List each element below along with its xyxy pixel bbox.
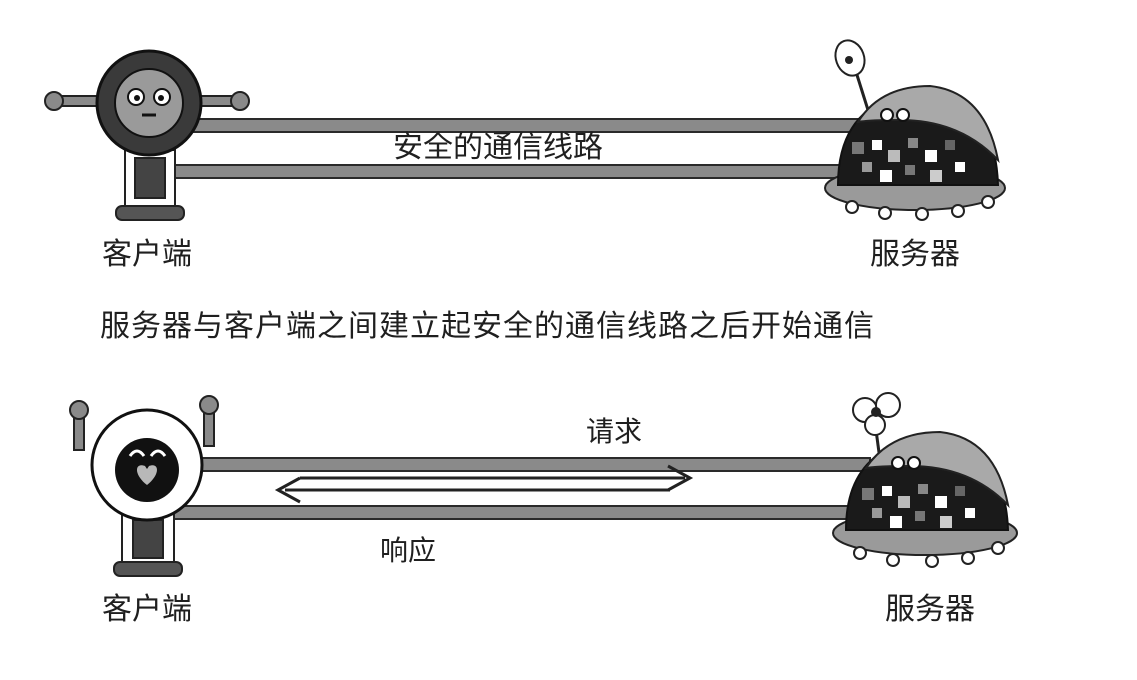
client-robot-happy-icon (69, 395, 219, 577)
request-label: 请求 (586, 415, 643, 448)
server-robot-icon (824, 39, 1006, 221)
request-arrow-icon (300, 464, 694, 492)
response-label: 响应 (380, 534, 437, 567)
secure-line-bottom (164, 457, 871, 520)
client-robot-icon (44, 49, 250, 221)
client-label-bottom: 客户端 (102, 592, 192, 627)
response-arrow-icon (274, 476, 670, 504)
diagram-caption: 服务器与客户端之间建立起安全的通信线路之后开始通信 (100, 309, 875, 344)
server-label-bottom: 服务器 (885, 592, 975, 627)
server-robot-2-icon (832, 392, 1018, 568)
secure-line-label: 安全的通信线路 (393, 130, 603, 165)
server-label-top: 服务器 (870, 237, 960, 272)
client-label-top: 客户端 (102, 237, 192, 272)
